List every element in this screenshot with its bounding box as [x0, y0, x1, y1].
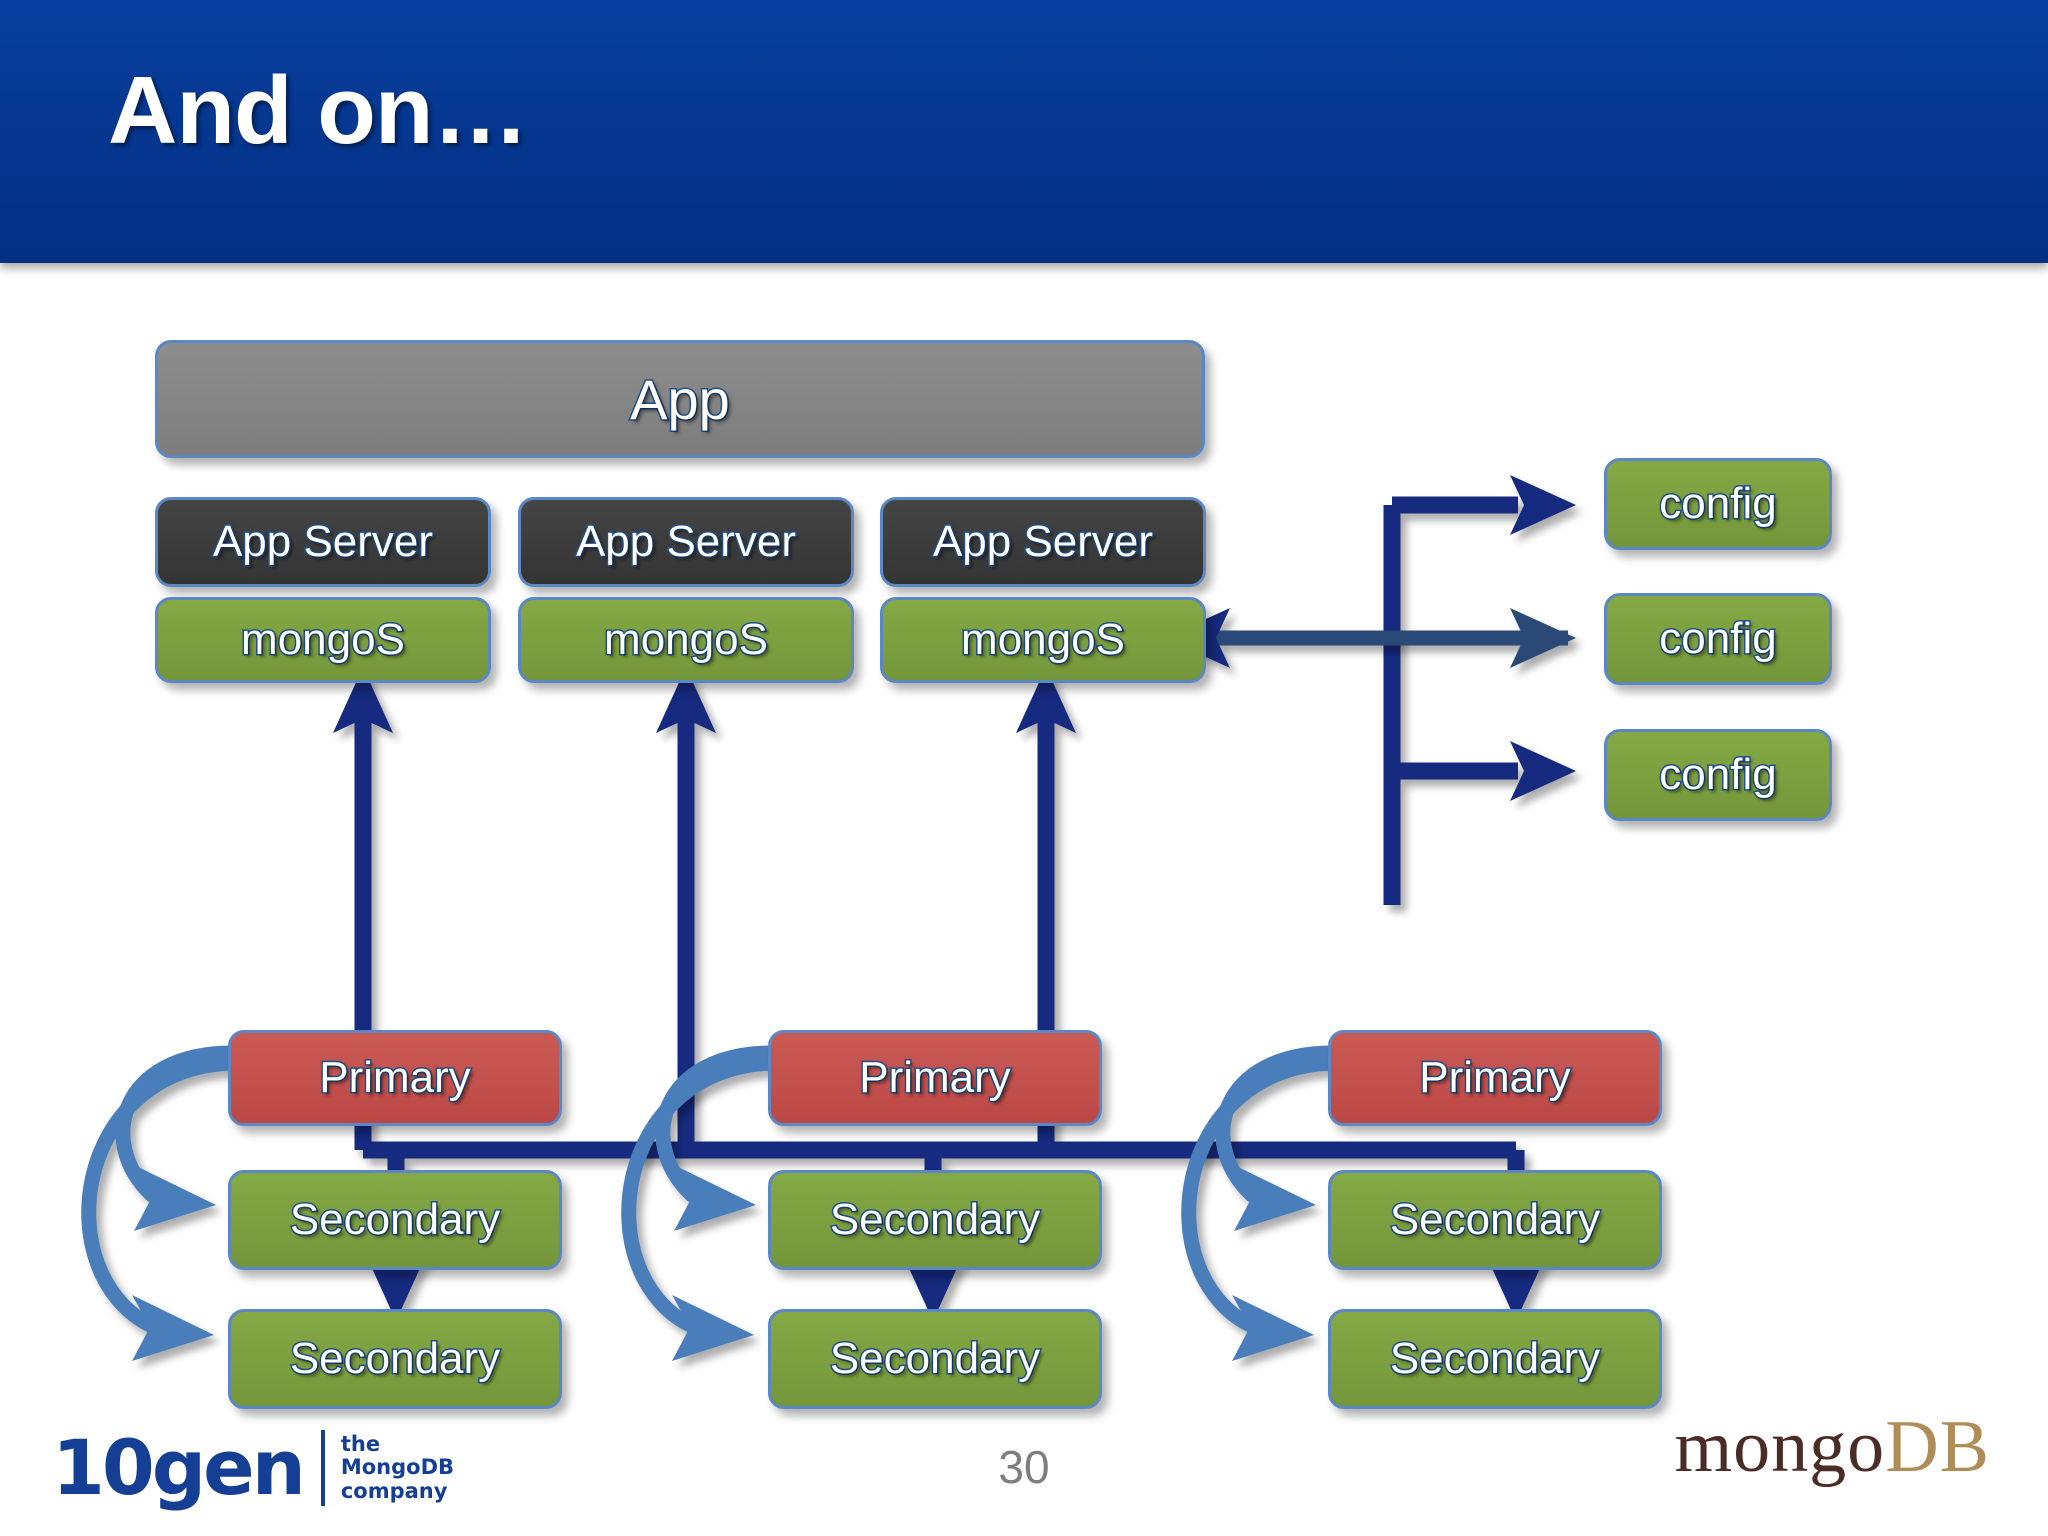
mongos-box-2[interactable]: mongoS	[518, 597, 854, 683]
tengen-tagline-line-2: MongoDB	[340, 1455, 455, 1480]
mongos-label-2: mongoS	[603, 614, 770, 666]
app-box[interactable]: App	[155, 340, 1205, 458]
shard-3-secondary-box-1[interactable]: Secondary	[1328, 1170, 1662, 1270]
app-server-label-1: App Server	[211, 516, 434, 568]
mongos-label-1: mongoS	[240, 614, 407, 666]
mongodb-logo-db: DB	[1885, 1406, 1990, 1488]
shard-2-primary-label: Primary	[858, 1052, 1013, 1104]
mongodb-logo-mongo: mongo	[1674, 1406, 1886, 1488]
shard-3-secondary-label-2: Secondary	[1388, 1333, 1601, 1385]
tengen-logo: 10gen the MongoDB company	[52, 1422, 455, 1512]
shard-2-secondary-label-2: Secondary	[828, 1333, 1041, 1385]
page-number: 30	[998, 1441, 1050, 1493]
shard-2-secondary-box-1[interactable]: Secondary	[768, 1170, 1102, 1270]
shard-1-secondary-label-1: Secondary	[288, 1194, 501, 1246]
config-server-box-1[interactable]: config	[1604, 458, 1832, 550]
tengen-tagline-line-1: the	[340, 1431, 381, 1456]
tengen-tagline: the MongoDB company	[340, 1431, 455, 1504]
shard-3-primary-label: Primary	[1418, 1052, 1573, 1104]
shard-1-secondary-label-2: Secondary	[288, 1333, 501, 1385]
shard-3-secondary-label-1: Secondary	[1388, 1194, 1601, 1246]
mongos-box-3[interactable]: mongoS	[880, 597, 1206, 683]
config-server-box-3[interactable]: config	[1604, 729, 1832, 821]
app-server-label-3: App Server	[931, 516, 1154, 568]
page-title: And on…	[108, 57, 529, 164]
config-bracket-arrows	[1383, 475, 1576, 905]
shard-1-secondary-box-1[interactable]: Secondary	[228, 1170, 562, 1270]
mongos-label-3: mongoS	[960, 614, 1127, 666]
app-server-label-2: App Server	[574, 516, 797, 568]
mongos-config-double-arrow	[1164, 608, 1576, 668]
config-server-box-2[interactable]: config	[1604, 593, 1832, 685]
app-server-box-2[interactable]: App Server	[518, 497, 854, 587]
config-label-2: config	[1658, 613, 1778, 665]
shard-3-primary-box[interactable]: Primary	[1328, 1030, 1662, 1126]
config-label-3: config	[1658, 749, 1778, 801]
tengen-wordmark: 10gen	[52, 1422, 306, 1512]
mongos-box-1[interactable]: mongoS	[155, 597, 491, 683]
shard-1-primary-label: Primary	[318, 1052, 473, 1104]
shard-1-secondary-box-2[interactable]: Secondary	[228, 1309, 562, 1409]
shard-2-primary-box[interactable]: Primary	[768, 1030, 1102, 1126]
tengen-tagline-line-3: company	[340, 1478, 448, 1503]
shard-1-primary-box[interactable]: Primary	[228, 1030, 562, 1126]
shard-3-secondary-box-2[interactable]: Secondary	[1328, 1309, 1662, 1409]
slide-title-bar: And on…	[0, 0, 2048, 263]
config-label-1: config	[1658, 478, 1778, 530]
tengen-divider	[320, 1430, 325, 1506]
shard-2-secondary-box-2[interactable]: Secondary	[768, 1309, 1102, 1409]
app-server-box-1[interactable]: App Server	[155, 497, 491, 587]
app-server-box-3[interactable]: App Server	[880, 497, 1206, 587]
mongodb-logo: mongoDB	[1675, 1405, 1990, 1490]
slide-canvas: App App Server mongoS App Server mongoS …	[0, 263, 2048, 1536]
app-label: App	[629, 366, 732, 432]
shard-2-secondary-label-1: Secondary	[828, 1194, 1041, 1246]
